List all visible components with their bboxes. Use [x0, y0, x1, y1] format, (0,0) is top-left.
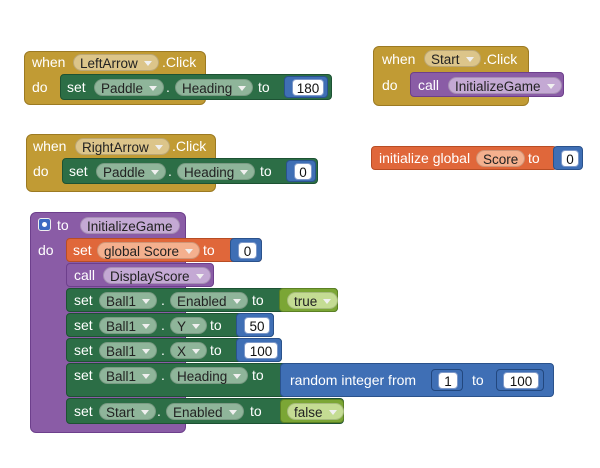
gear-icon[interactable]	[38, 218, 51, 231]
to-label: to	[258, 79, 270, 95]
chevron-down-icon	[228, 410, 237, 415]
chevron-down-icon	[149, 86, 158, 91]
chevron-down-icon	[192, 349, 201, 354]
left-arrow-component-dropdown[interactable]: LeftArrow	[73, 54, 159, 71]
dot-label: .	[161, 367, 165, 383]
chevron-down-icon	[240, 170, 249, 175]
do-label: do	[38, 242, 54, 258]
chevron-down-icon	[154, 145, 163, 150]
set-label: set	[67, 79, 86, 95]
score-value-field[interactable]: 0	[238, 242, 257, 259]
chevron-down-icon	[546, 84, 555, 89]
score-initial-value-field[interactable]: 0	[561, 150, 579, 167]
y-property-dropdown[interactable]: Y	[170, 317, 208, 334]
chevron-down-icon	[185, 249, 194, 254]
set-label: set	[74, 342, 93, 358]
dot-label: .	[157, 403, 161, 419]
paddle-component-dropdown[interactable]: Paddle	[96, 163, 167, 180]
when-label: when	[32, 54, 66, 70]
ball-component-dropdown[interactable]: Ball1	[99, 292, 158, 309]
chevron-down-icon	[142, 299, 151, 304]
paddle-component-dropdown[interactable]: Paddle	[94, 79, 165, 96]
to-label: to	[260, 163, 272, 179]
to-label: to	[472, 372, 484, 388]
heading-property-dropdown[interactable]: Heading	[175, 79, 254, 96]
do-label: do	[32, 79, 48, 95]
chevron-down-icon	[151, 170, 160, 175]
score-variable-dropdown[interactable]: global Score	[97, 242, 201, 259]
chevron-down-icon	[142, 324, 151, 329]
score-variable-name-field[interactable]: Score	[476, 150, 526, 167]
chevron-down-icon	[323, 299, 332, 304]
random-to-field[interactable]: 100	[503, 372, 539, 389]
chevron-down-icon	[143, 61, 152, 66]
chevron-down-icon	[140, 410, 149, 415]
enabled-property-dropdown[interactable]: Enabled	[170, 292, 248, 309]
call-label: call	[418, 77, 440, 93]
set-label: set	[69, 163, 88, 179]
ball-component-dropdown[interactable]: Ball1	[99, 317, 158, 334]
y-value-field[interactable]: 50	[244, 317, 270, 334]
to-label: to	[252, 367, 264, 383]
dot-label: .	[161, 292, 165, 308]
initialize-global-label: initialize global	[379, 150, 471, 166]
click-event-label: .Click	[483, 51, 518, 67]
to-label: to	[528, 150, 540, 166]
dot-label: .	[166, 79, 170, 95]
to-label: to	[252, 292, 264, 308]
boolean-value-dropdown[interactable]: false	[287, 403, 344, 420]
heading-property-dropdown[interactable]: Heading	[170, 367, 249, 384]
x-property-dropdown[interactable]: X	[170, 342, 208, 359]
initialize-global-score-block[interactable]	[371, 146, 557, 170]
chevron-down-icon	[195, 274, 204, 279]
to-label: to	[203, 242, 215, 258]
when-label: when	[33, 138, 67, 154]
chevron-down-icon	[142, 349, 151, 354]
ball-component-dropdown[interactable]: Ball1	[99, 367, 158, 384]
chevron-down-icon	[192, 324, 201, 329]
set-label: set	[74, 367, 93, 383]
x-value-field[interactable]: 100	[244, 342, 278, 359]
start-component-dropdown[interactable]: Start	[99, 403, 156, 420]
do-label: do	[33, 163, 49, 179]
to-label: to	[250, 403, 262, 419]
dot-label: .	[168, 163, 172, 179]
procedure-name-field[interactable]: InitializeGame	[80, 217, 180, 234]
chevron-down-icon	[233, 374, 242, 379]
set-label: set	[74, 403, 93, 419]
random-from-field[interactable]: 1	[438, 372, 458, 389]
to-label: to	[57, 217, 69, 233]
set-label: set	[74, 317, 93, 333]
chevron-down-icon	[465, 57, 474, 62]
heading-property-dropdown[interactable]: Heading	[177, 163, 256, 180]
set-label: set	[73, 242, 92, 258]
display-score-procedure-dropdown[interactable]: DisplayScore	[103, 267, 211, 284]
chevron-down-icon	[328, 410, 337, 415]
heading-value-field[interactable]: 0	[294, 163, 312, 180]
click-event-label: .Click	[172, 138, 207, 154]
call-label: call	[74, 267, 96, 283]
enabled-property-dropdown[interactable]: Enabled	[166, 403, 244, 420]
click-event-label: .Click	[162, 54, 197, 70]
chevron-down-icon	[142, 374, 151, 379]
do-label: do	[382, 77, 398, 93]
initialize-game-procedure-dropdown[interactable]: InitializeGame	[448, 77, 562, 94]
dot-label: .	[161, 342, 165, 358]
chevron-down-icon	[232, 299, 241, 304]
heading-value-field[interactable]: 180	[292, 79, 324, 96]
to-label: to	[210, 342, 222, 358]
ball-component-dropdown[interactable]: Ball1	[99, 342, 158, 359]
right-arrow-component-dropdown[interactable]: RightArrow	[75, 138, 170, 155]
random-integer-label: random integer from	[290, 372, 417, 388]
set-label: set	[74, 292, 93, 308]
boolean-value-dropdown[interactable]: true	[287, 292, 339, 309]
when-label: when	[382, 51, 416, 67]
to-label: to	[210, 317, 222, 333]
start-component-dropdown[interactable]: Start	[424, 50, 481, 67]
chevron-down-icon	[238, 86, 247, 91]
dot-label: .	[161, 317, 165, 333]
